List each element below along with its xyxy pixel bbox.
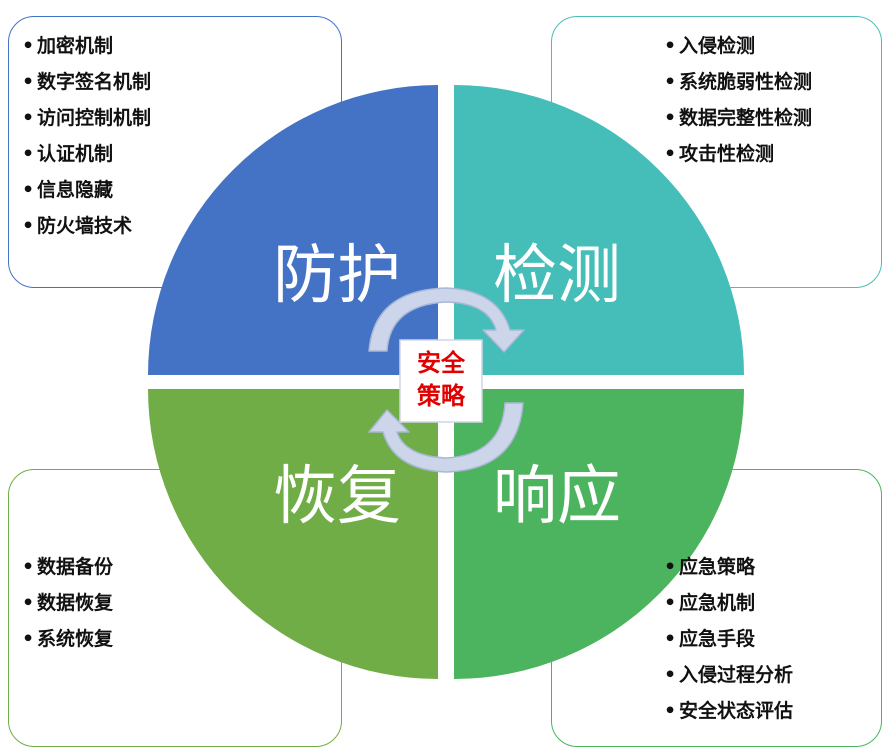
- detect-quadrant: [454, 85, 744, 375]
- recover-item: 数据恢复: [22, 585, 113, 621]
- respond-item: 入侵过程分析: [664, 657, 793, 693]
- respond-item: 应急策略: [664, 549, 793, 585]
- recover-items-list: 数据备份 数据恢复 系统恢复: [22, 549, 113, 657]
- detect-item: 系统脆弱性检测: [664, 64, 812, 100]
- detect-item: 入侵检测: [664, 28, 812, 64]
- bottom-cycle-arrow: [368, 402, 524, 473]
- protect-item: 访问控制机制: [22, 100, 151, 136]
- recover-item: 数据备份: [22, 549, 113, 585]
- respond-item: 应急手段: [664, 621, 793, 657]
- center-label-line1: 安全: [417, 349, 466, 377]
- protect-title: 防护: [273, 239, 401, 313]
- detect-item: 攻击性检测: [664, 136, 812, 172]
- respond-item: 应急机制: [664, 585, 793, 621]
- protect-item: 信息隐藏: [22, 172, 151, 208]
- protect-item: 防火墙技术: [22, 208, 151, 244]
- recover-quadrant: [148, 389, 438, 679]
- detect-title: 检测: [493, 239, 621, 313]
- protect-quadrant: [148, 85, 438, 375]
- recover-title: 恢复: [273, 460, 401, 534]
- respond-item: 安全状态评估: [664, 693, 793, 729]
- respond-items-list: 应急策略 应急机制 应急手段 入侵过程分析 安全状态评估: [664, 549, 793, 729]
- detect-item: 数据完整性检测: [664, 100, 812, 136]
- center-label-line2: 策略: [417, 382, 466, 410]
- respond-title: 响应: [493, 460, 621, 534]
- respond-quadrant: [454, 389, 744, 679]
- center-box: [399, 339, 483, 423]
- detect-items-list: 入侵检测 系统脆弱性检测 数据完整性检测 攻击性检测: [664, 28, 812, 172]
- top-cycle-arrow: [368, 287, 525, 353]
- protect-item: 加密机制: [22, 28, 151, 64]
- recover-item: 系统恢复: [22, 621, 113, 657]
- protect-item: 数字签名机制: [22, 64, 151, 100]
- protect-item: 认证机制: [22, 136, 151, 172]
- protect-items-list: 加密机制 数字签名机制 访问控制机制 认证机制 信息隐藏 防火墙技术: [22, 28, 151, 244]
